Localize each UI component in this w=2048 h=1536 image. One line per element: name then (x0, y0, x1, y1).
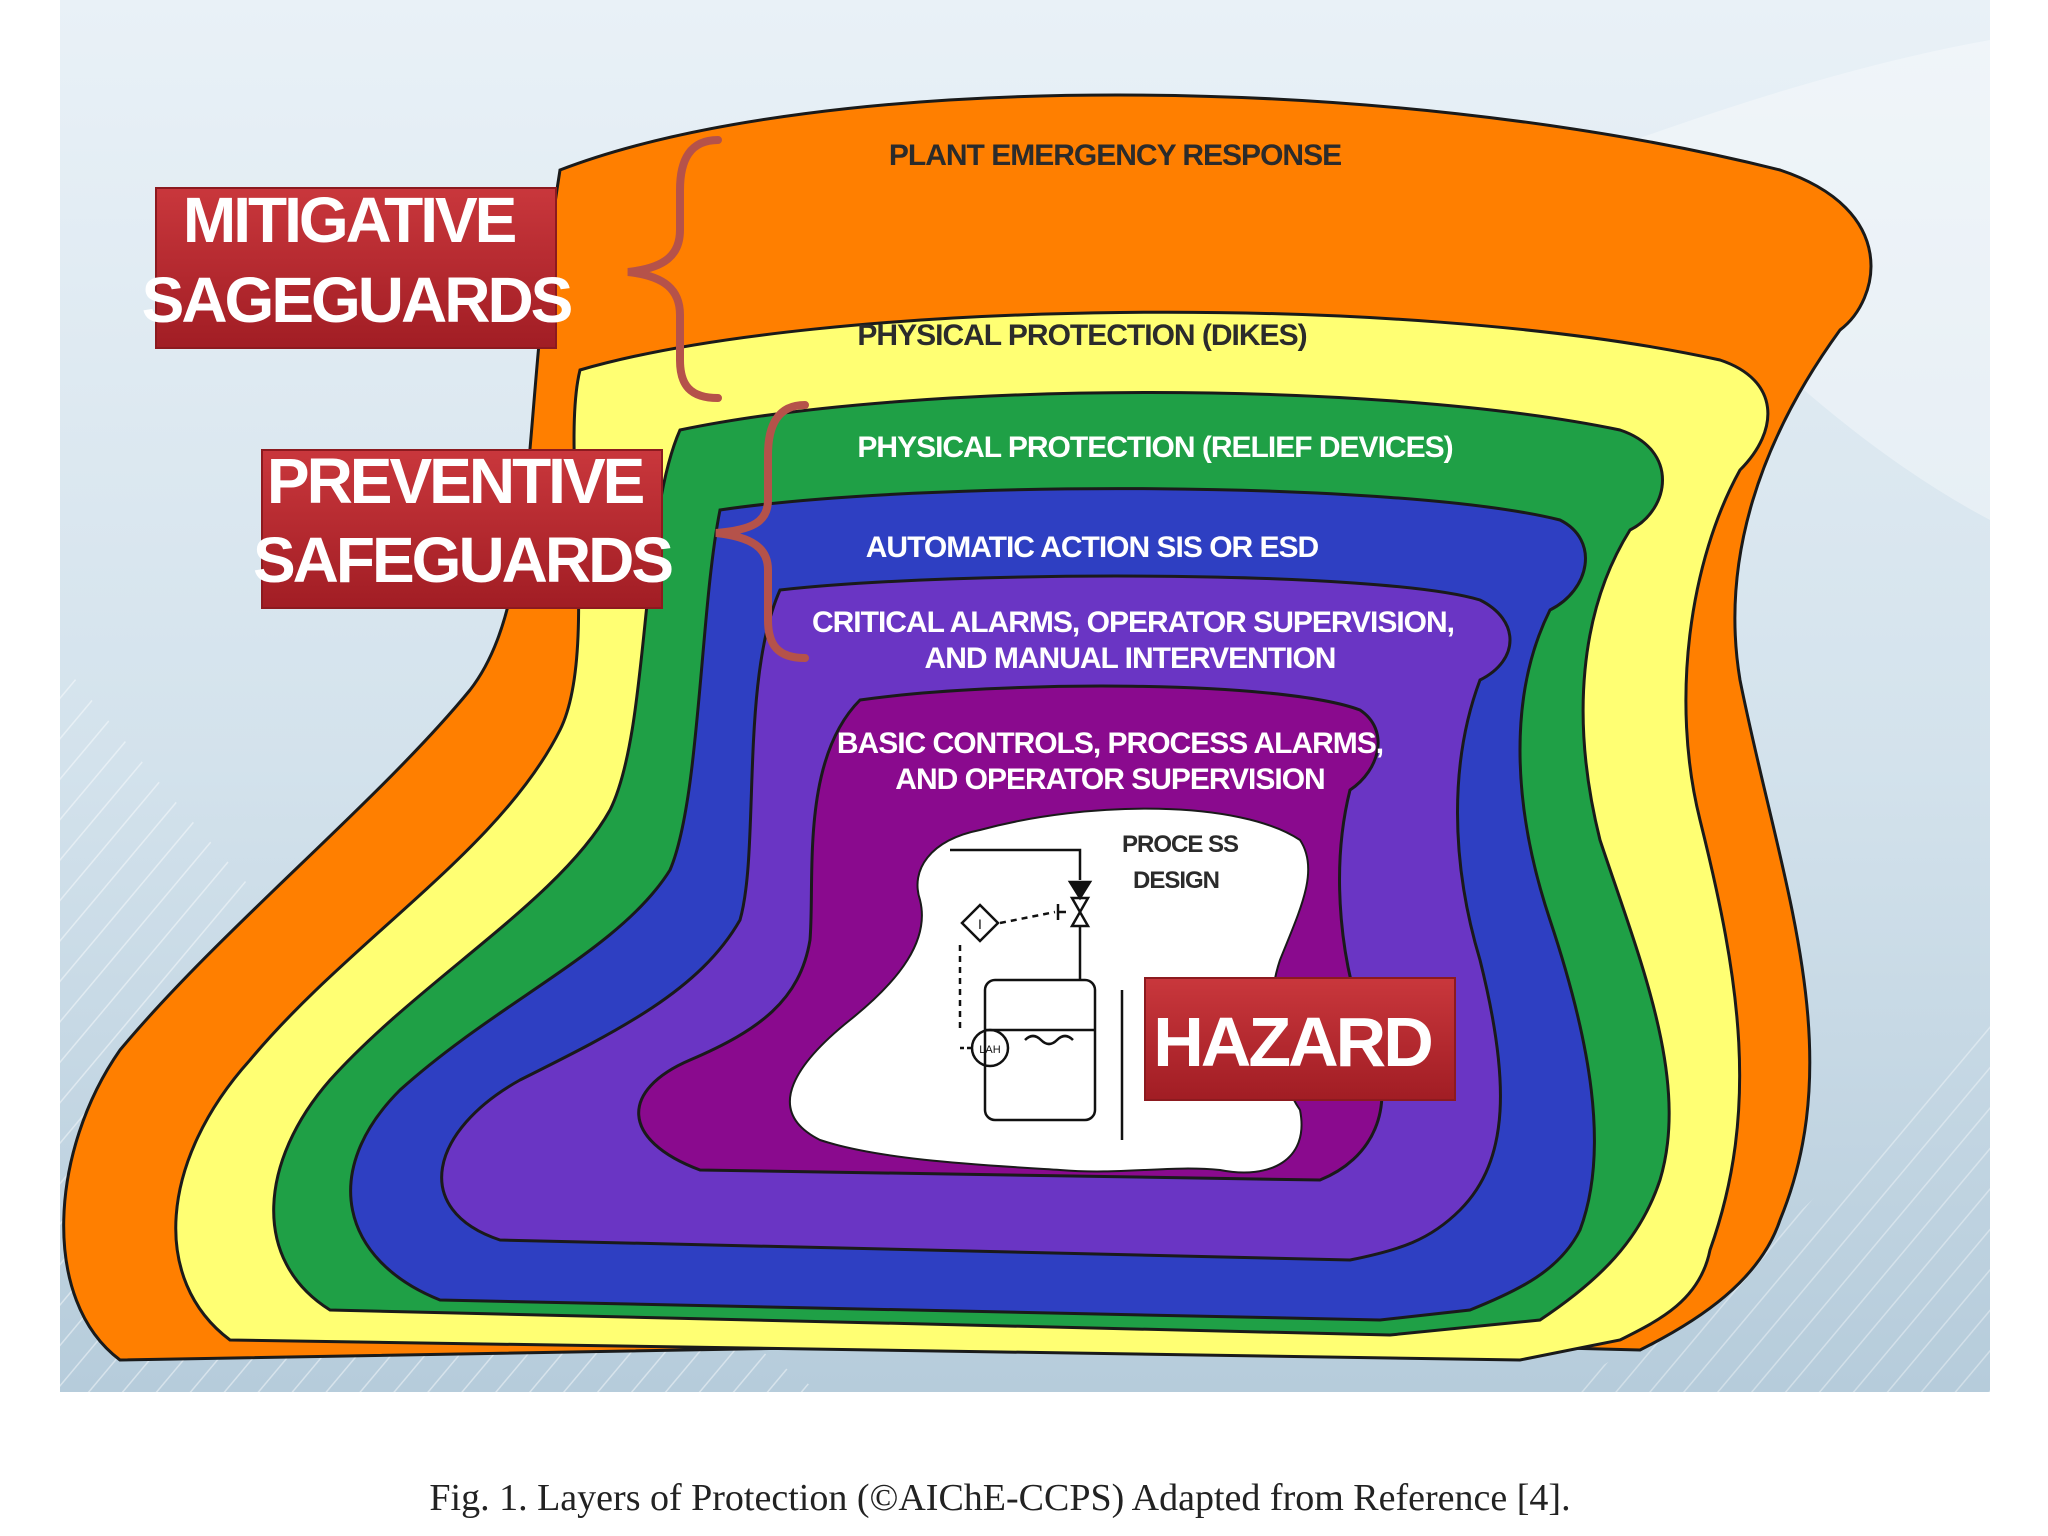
layer-label-line: AND OPERATOR SUPERVISION (895, 763, 1324, 796)
layer-label-line: BASIC CONTROLS, PROCESS ALARMS, (837, 727, 1383, 760)
layer-label-line: PHYSICAL PROTECTION (DIKES) (857, 319, 1306, 352)
layer-label-basic-controls: BASIC CONTROLS, PROCESS ALARMS,AND OPERA… (837, 727, 1383, 796)
layer-label-line: AND MANUAL INTERVENTION (925, 642, 1336, 675)
figure-caption: Fig. 1. Layers of Protection (©AIChE-CCP… (429, 1477, 1570, 1519)
layer-label-line: AUTOMATIC ACTION SIS OR ESD (866, 531, 1319, 564)
layer-label-automatic-action: AUTOMATIC ACTION SIS OR ESD (866, 531, 1319, 564)
layer-label-line: DESIGN (1133, 867, 1219, 894)
hazard-label: HAZARD (1153, 1003, 1431, 1081)
layer-label-physical-protection-dikes: PHYSICAL PROTECTION (DIKES) (857, 319, 1306, 352)
preventive-brace-icon (715, 401, 809, 662)
process-schematic-icon: I LAH (950, 848, 1124, 1140)
mitigative-safeguards-label: MITIGATIVE SAGEGUARDS (142, 184, 572, 336)
layer-label-process-design: PROCE SS DESIGN (1122, 831, 1239, 894)
layer-label-line: PROCE SS (1122, 831, 1239, 858)
preventive-safeguards-box: PREVENTIVE SAFEGUARDS (253, 445, 675, 609)
group-label-line: PREVENTIVE (267, 445, 644, 517)
layer-label-physical-protection-relief: PHYSICAL PROTECTION (RELIEF DEVICES) (857, 431, 1452, 464)
group-label-line: SAFEGUARDS (253, 524, 672, 596)
svg-text:I: I (978, 916, 982, 932)
group-label-line: MITIGATIVE (183, 184, 516, 256)
layer-label-line: PLANT EMERGENCY RESPONSE (889, 139, 1341, 172)
layer-label-critical-alarms: CRITICAL ALARMS, OPERATOR SUPERVISION,AN… (812, 606, 1454, 675)
mitigative-safeguards-box: MITIGATIVE SAGEGUARDS (142, 184, 575, 349)
background-stripes-right (1560, 1000, 1990, 1392)
preventive-safeguards-label: PREVENTIVE SAFEGUARDS (253, 445, 672, 596)
layer-label-line: CRITICAL ALARMS, OPERATOR SUPERVISION, (812, 606, 1454, 639)
hazard-box: HAZARD (1144, 977, 1456, 1101)
layer-label-line: PHYSICAL PROTECTION (RELIEF DEVICES) (857, 431, 1452, 464)
group-label-line: SAGEGUARDS (142, 264, 572, 336)
layer-label-plant-emergency-response: PLANT EMERGENCY RESPONSE (889, 139, 1341, 172)
mitigative-brace-icon (627, 136, 722, 402)
svg-text:LAH: LAH (979, 1044, 1000, 1056)
